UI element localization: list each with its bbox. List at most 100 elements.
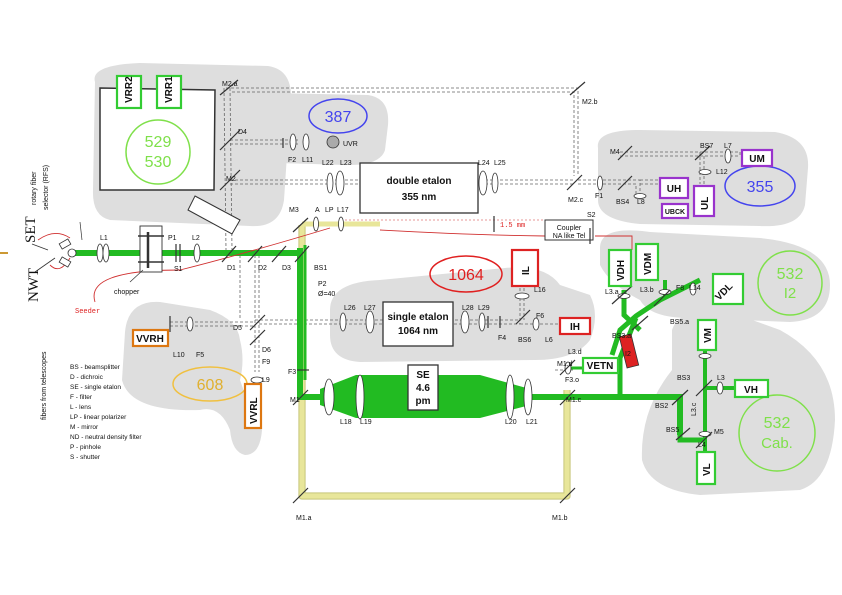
lbl-bs3a: BS3.a <box>612 333 631 340</box>
lbl-l16: L16 <box>534 287 546 294</box>
lbl-l17: L17 <box>337 207 349 214</box>
legend-item: M - mirror <box>70 424 99 431</box>
single-etalon-2: 1064 nm <box>398 326 438 337</box>
lbl-m4: M4 <box>610 149 620 156</box>
legend-item: SE - single etalon <box>70 384 121 391</box>
coupler-sub: NA like Tel <box>553 233 586 240</box>
coupler-box <box>544 219 594 241</box>
lbl-d5: D5 <box>233 325 242 332</box>
lbl-f4: F4 <box>498 335 506 342</box>
double-etalon-box <box>359 162 479 214</box>
lbl-l18: L18 <box>340 419 352 426</box>
lbl-l3c: L3.c <box>691 402 698 416</box>
se-3: pm <box>416 396 431 407</box>
wl-1064: 1064 <box>448 267 484 284</box>
det-vvrh: VVRH <box>136 334 164 345</box>
det-ih: IH <box>570 322 580 333</box>
det-vdm: VDM <box>643 253 654 275</box>
legend-item: D - dichroic <box>70 374 104 381</box>
nwt-label: NWT <box>26 268 42 302</box>
lbl-lp: LP <box>325 207 334 214</box>
lbl-bs5: BS5 <box>666 427 679 434</box>
lbl-m5: M5 <box>714 429 724 436</box>
wl-355: 355 <box>747 179 774 196</box>
component-labels: M2.a M2.b M2 M2.c D4 F2 L11 L22 L23 L24 … <box>75 81 732 522</box>
wl-532b-sub: Cab. <box>761 435 793 452</box>
fibers-label: fibers from telescopes <box>41 351 48 420</box>
lbl-l28: L28 <box>462 305 474 312</box>
det-uvr: UVR <box>343 141 358 148</box>
se-1: SE <box>416 370 430 381</box>
lbl-d3: D3 <box>282 265 291 272</box>
lbl-f3o: F3.o <box>565 377 579 384</box>
lbl-l22: L22 <box>322 160 334 167</box>
det-vrr2: VRR2 <box>124 76 135 103</box>
double-etalon-2: 355 nm <box>402 192 437 203</box>
lbl-l14: L14 <box>689 285 701 292</box>
chopper-arrow <box>129 269 144 283</box>
lbl-l27: L27 <box>364 305 376 312</box>
lbl-l2: L2 <box>192 235 200 242</box>
lbl-l25: L25 <box>494 160 506 167</box>
lbl-chopper: chopper <box>114 289 140 296</box>
lenses <box>96 133 732 437</box>
single-etalon-1: single etalon <box>387 312 448 323</box>
lbl-l23: L23 <box>340 160 352 167</box>
receiver-tube <box>187 195 241 235</box>
chopper <box>138 225 164 273</box>
lbl-m1: M1 <box>290 397 300 404</box>
legend-item: LP - linear polarizer <box>70 414 127 421</box>
lbl-i2: I2 <box>625 351 631 358</box>
coupler-label: Coupler <box>557 225 582 232</box>
rfs-arrow <box>79 221 83 241</box>
legend-item: L - lens <box>70 404 92 411</box>
single-etalon-box <box>382 301 454 347</box>
double-etalon-1: double etalon <box>387 176 452 187</box>
lbl-f9: F9 <box>262 359 270 366</box>
lbl-l12: L12 <box>716 169 728 176</box>
se-2: 4.6 <box>416 383 430 394</box>
det-ul: UL <box>700 197 711 210</box>
lbl-m2c: M2.c <box>568 197 584 204</box>
lbl-f8: F8 <box>676 285 684 292</box>
wl-529: 529 <box>145 134 172 151</box>
det-il: IL <box>521 266 532 275</box>
lbl-m1a: M1.a <box>296 515 312 522</box>
wl-387: 387 <box>325 109 352 126</box>
lbl-bs2: BS2 <box>655 403 668 410</box>
lbl-l7: L7 <box>724 143 732 150</box>
legend-item: S - shutter <box>70 454 101 461</box>
det-vdh: VDH <box>616 260 627 281</box>
set-arrow <box>31 243 49 251</box>
lbl-d2: D2 <box>258 265 267 272</box>
legend-item: BS - beamsplitter <box>70 364 121 371</box>
lbl-m1b: M1.b <box>552 515 568 522</box>
lbl-l29: L29 <box>478 305 490 312</box>
wl-608: 608 <box>197 377 224 394</box>
wavelength-ellipses <box>125 98 823 472</box>
lbl-l8: L8 <box>637 199 645 206</box>
lbl-bs3: BS3 <box>677 375 690 382</box>
se-etalon-box <box>407 364 439 411</box>
lbl-f5: F5 <box>196 352 204 359</box>
det-uh: UH <box>667 184 681 195</box>
lbl-l3d: L3.d <box>568 349 582 356</box>
legend-item: P - pinhole <box>70 444 101 451</box>
wl-532b: 532 <box>764 415 791 432</box>
det-um: UM <box>749 154 765 165</box>
i2-cell <box>618 333 640 369</box>
lbl-d4: D4 <box>238 129 247 136</box>
lbl-l20: L20 <box>505 419 517 426</box>
lbl-l3a: L3.a <box>605 289 619 296</box>
lbl-seeder: Seeder <box>75 308 100 316</box>
lbl-l19: L19 <box>360 419 372 426</box>
det-vl: VL <box>702 463 713 476</box>
lbl-s2: S2 <box>587 212 596 219</box>
lbl-bs4: BS4 <box>616 199 629 206</box>
det-ubck: UBCK <box>665 209 685 216</box>
lbl-l24: L24 <box>478 160 490 167</box>
lbl-m2a: M2.a <box>222 81 238 88</box>
lbl-d1: D1 <box>227 265 236 272</box>
lbl-l4: L4 <box>698 442 706 449</box>
